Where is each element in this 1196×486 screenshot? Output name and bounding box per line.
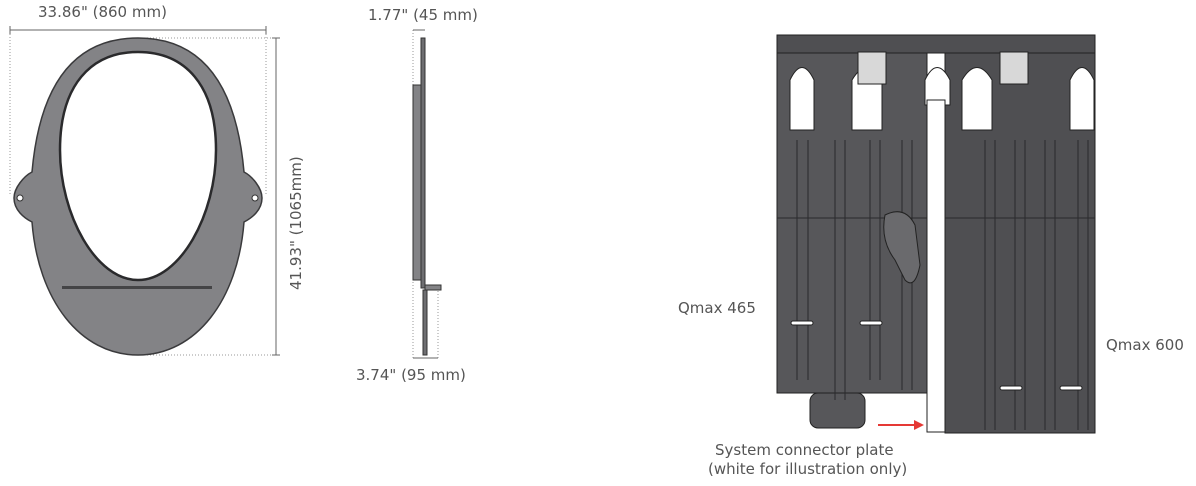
qmax-600-label: Qmax 600	[1106, 336, 1184, 354]
qmax-assembly	[776, 34, 1096, 434]
side-view	[412, 29, 442, 359]
connector-label-line2: (white for illustration only)	[708, 460, 908, 478]
qmax-465-label: Qmax 465	[678, 299, 756, 317]
right-hole	[251, 194, 259, 202]
connector-label-line1: System connector plate	[715, 441, 894, 459]
side-bottom-label: 3.74" (95 mm)	[356, 366, 466, 384]
plate-opening	[58, 50, 218, 282]
side-top-label: 1.77" (45 mm)	[368, 6, 478, 24]
front-width-label: 33.86" (860 mm)	[38, 3, 167, 21]
plate-slot	[62, 286, 212, 289]
front-height-label: 41.93" (1065mm)	[287, 156, 305, 290]
left-hole	[16, 194, 24, 202]
front-guides	[9, 34, 272, 356]
front-dimension-lines	[9, 26, 280, 356]
